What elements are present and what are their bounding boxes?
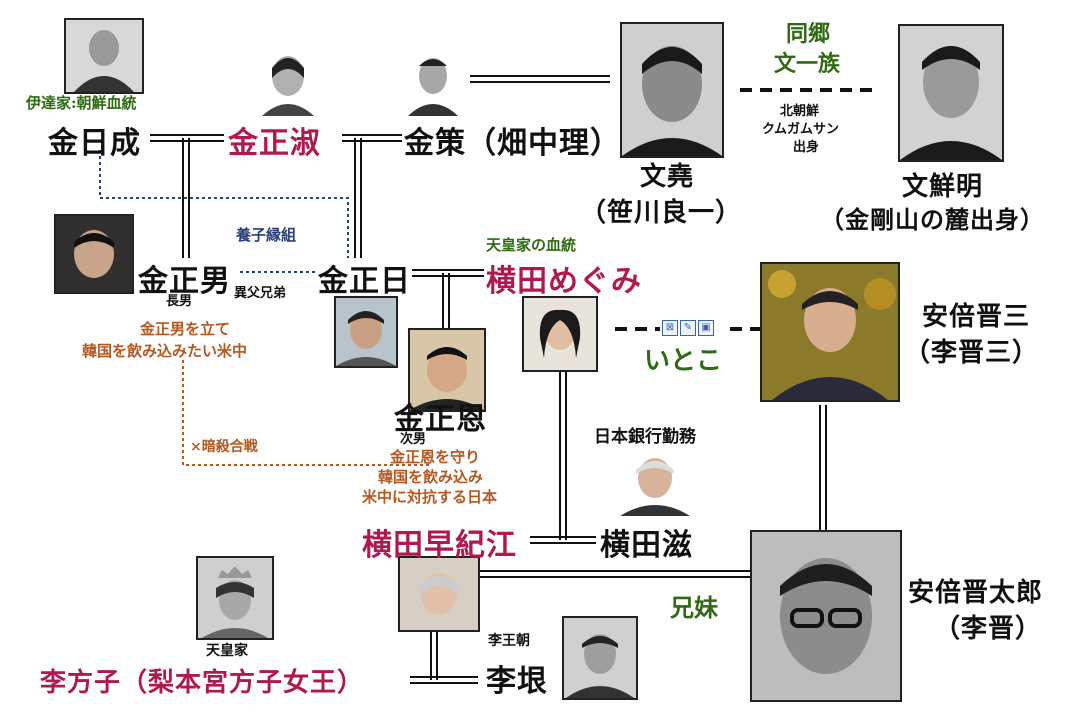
kim-jong-nam-note-1: 金正男を立て	[140, 320, 231, 338]
kim-jong-un-name: 金正恩	[394, 402, 487, 437]
kim-saku-photo	[404, 44, 462, 116]
kim-jong-nam-photo	[54, 214, 134, 294]
moon-sun-myung-alias: （金剛山の麓出身）	[820, 205, 1045, 234]
kim-il-sung-name: 金日成	[48, 126, 141, 161]
kim-il-sung-note: 伊達家:朝鮮血統	[26, 94, 137, 112]
kim-jong-un-photo	[408, 328, 486, 412]
yi-bangja-name: 李方子（梨本宮方子女王）	[40, 668, 365, 698]
kim-jong-suk-name: 金正淑	[228, 126, 321, 161]
yokota-megumi-photo	[522, 296, 598, 372]
yi-bangja-note: 天皇家	[206, 643, 248, 659]
kim-il-sung-photo	[64, 18, 144, 94]
toolbar-icons: ⊠ ✎ ▣	[662, 320, 714, 336]
broken-image-icon: ⊠	[662, 320, 678, 336]
yokota-sakie-name: 横田早紀江	[362, 528, 517, 563]
kim-saku-alias: （畑中理）	[466, 126, 621, 161]
abe-shinzo-name: 安倍晋三	[922, 302, 1031, 332]
kim-jong-nam-rank: 長男	[166, 294, 193, 309]
assassination-label: ×暗殺合戦	[190, 439, 258, 455]
yokota-megumi-name: 横田めぐみ	[486, 264, 642, 299]
kim-jong-suk-photo	[256, 44, 320, 116]
edit-icon: ✎	[680, 320, 696, 336]
cousin-label: いとこ	[644, 346, 723, 376]
abe-shintaro-photo	[750, 530, 902, 702]
half-brothers-label: 異父兄弟	[234, 286, 287, 301]
abe-shintaro-alias: （李晋）	[934, 614, 1043, 644]
yi-eun-note: 李王朝	[488, 633, 530, 649]
abe-shintaro-name: 安倍晋太郎	[908, 578, 1044, 608]
moon-sun-myung-name: 文鮮明	[902, 172, 984, 202]
megumi-note: 天皇家の血統	[486, 236, 577, 254]
kim-saku-name: 金策	[404, 126, 466, 161]
kim-jong-un-note-2: 韓国を飲み込み	[378, 468, 484, 486]
kumgangsan-label: クムガムサン	[762, 122, 839, 137]
north-korea-label: 北朝鮮	[780, 104, 820, 119]
abe-shinzo-alias: （李晋三）	[904, 338, 1040, 368]
kim-jong-un-note-3: 米中に対抗する日本	[362, 488, 498, 506]
kim-jong-il-name: 金正日	[318, 264, 411, 299]
mun-gyo-name: 文堯	[640, 162, 695, 192]
mun-gyo-alias: （笹川良一）	[580, 198, 743, 228]
window-icon: ▣	[698, 320, 714, 336]
yokota-shigeru-photo	[620, 448, 690, 516]
moon-sun-myung-photo	[898, 24, 1004, 162]
adoption-label: 養子縁組	[236, 226, 297, 244]
mun-gyo-photo	[620, 22, 724, 158]
yi-eun-name: 李垠	[486, 664, 548, 699]
yokota-sakie-photo	[398, 556, 480, 632]
kim-jong-il-photo	[334, 296, 398, 368]
yi-eun-photo	[562, 616, 638, 700]
kim-jong-un-note-1: 金正恩を守り	[390, 448, 481, 466]
kim-jong-nam-note-2: 韓国を飲み込みたい米中	[82, 342, 248, 360]
siblings-label: 兄妹	[670, 593, 718, 622]
yokota-shigeru-note: 日本銀行勤務	[594, 427, 696, 447]
abe-shinzo-photo	[760, 262, 900, 402]
kim-jong-un-rank: 次男	[400, 432, 427, 447]
same-village-label: 同郷	[786, 21, 831, 47]
kim-jong-nam-name: 金正男	[138, 264, 231, 299]
yokota-shigeru-name: 横田滋	[600, 528, 693, 563]
origin-label: 出身	[793, 140, 820, 155]
yi-bangja-photo	[196, 556, 274, 640]
moon-clan-label: 文一族	[774, 51, 841, 77]
